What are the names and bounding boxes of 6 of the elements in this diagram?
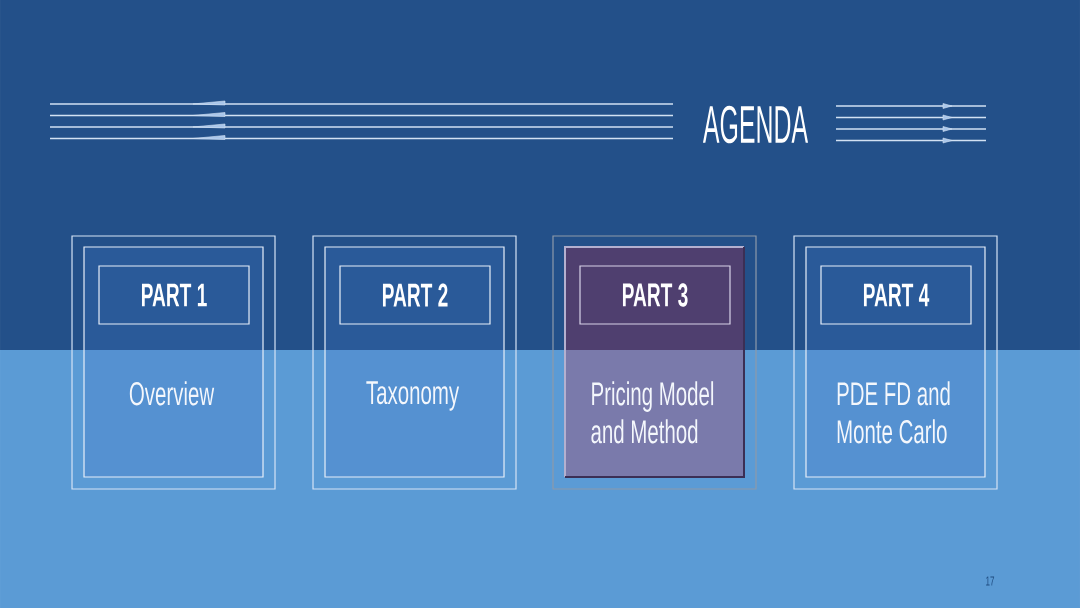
- part-heading-box: PART 4: [820, 265, 972, 325]
- part-heading-box: PART 2: [339, 265, 491, 325]
- title: AGENDA: [702, 105, 809, 144]
- page-number: 17: [986, 576, 995, 586]
- part-heading-box: PART 3: [579, 265, 731, 325]
- part-heading-box: PART 1: [98, 265, 250, 325]
